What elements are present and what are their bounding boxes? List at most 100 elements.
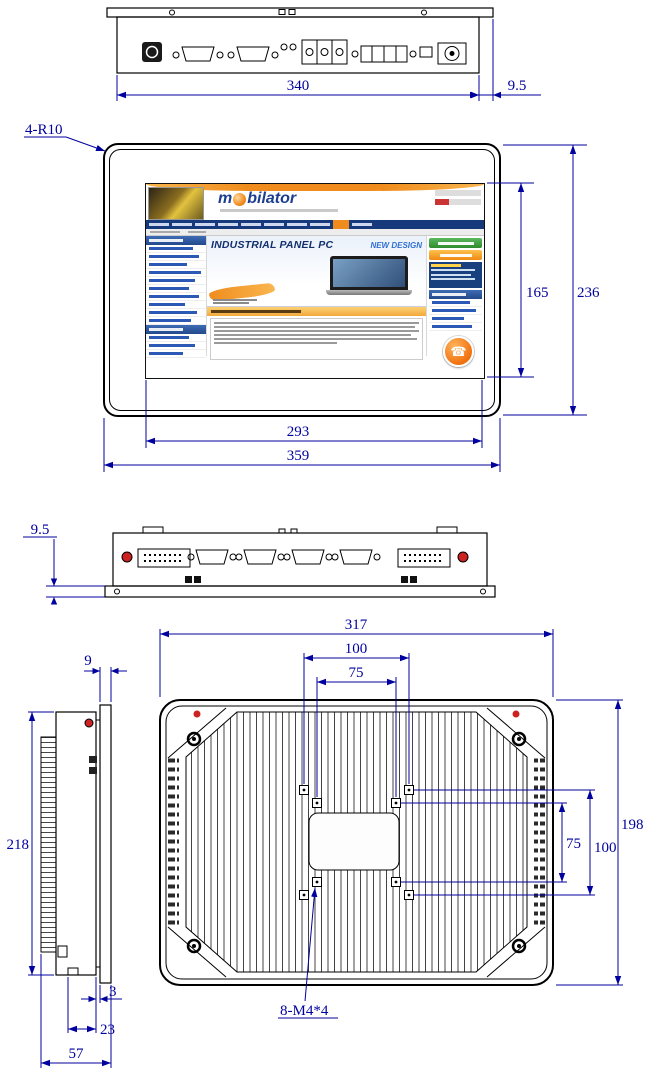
product-photo [148, 187, 204, 220]
left-side-view: 9 218 3 23 57 [7, 653, 127, 1068]
dvi-port [351, 45, 417, 63]
red-indicator [512, 710, 520, 718]
heatsink-fins-side [40, 736, 57, 953]
website-header: m bilator [146, 184, 484, 220]
usb-port [89, 756, 97, 763]
red-indicator [193, 710, 201, 718]
nav-item [172, 222, 192, 227]
dim-vesa-100-h: 100 [345, 641, 368, 657]
dim-vesa-100-v: 100 [594, 840, 617, 856]
dim-front-width: 359 [287, 448, 310, 464]
display-screenshot: m bilator [145, 183, 485, 379]
nav-item [287, 222, 307, 227]
dim-depth-total: 57 [69, 1046, 85, 1062]
top-view-flange [106, 7, 494, 18]
front-bezel-outer [103, 143, 501, 417]
dim-side-top: 9 [84, 653, 92, 669]
usb-port [185, 576, 192, 583]
sidebar-header [146, 236, 206, 245]
breadcrumb-bar [146, 229, 484, 236]
sidebar-link [146, 285, 206, 293]
green-button [429, 238, 482, 248]
sidebar-link [146, 334, 206, 342]
nav-item [149, 222, 169, 227]
bottom-side-view: 9.5 [23, 522, 496, 605]
dim-vesa-75-v: 75 [566, 836, 581, 852]
dim-top-flange: 9.5 [508, 78, 527, 94]
promo-banner: INDUSTRIAL PANEL PC NEW DESIGN [207, 236, 426, 307]
dim-mounting-holes: 8-M4*4 [280, 1003, 329, 1019]
sidebar-link [146, 245, 206, 253]
pin-header-port [397, 548, 451, 568]
red-indicator [457, 551, 469, 563]
flange-screw-hole [169, 9, 175, 16]
main-column: INDUSTRIAL PANEL PC NEW DESIGN [207, 236, 426, 360]
corner-screw [186, 731, 527, 954]
dim-corner-radius: 4-R10 [25, 122, 63, 138]
top-view-body [116, 16, 480, 74]
audio-jack [280, 43, 288, 51]
sidebar-link [429, 307, 482, 315]
contact-panel [429, 262, 482, 288]
sidebar-link [146, 293, 206, 301]
sidebar-link [146, 309, 206, 317]
breadcrumb-text [188, 231, 206, 233]
side-body [112, 532, 488, 587]
dim-side-flange: 9.5 [31, 522, 50, 538]
sidebar-link [429, 315, 482, 323]
vent-slots-left [168, 757, 179, 929]
sidebar-link [146, 350, 206, 358]
sidebar-link [146, 253, 206, 261]
promo-badge: NEW DESIGN [370, 241, 422, 250]
usb-port [89, 767, 97, 774]
promo-title: INDUSTRIAL PANEL PC [211, 239, 334, 251]
vga-port [227, 46, 279, 62]
vesa-mounting-holes [299, 785, 414, 900]
promo-caption-lines [213, 299, 257, 305]
sidebar-link [146, 317, 206, 325]
power-button-ring [145, 45, 159, 59]
sidebar-link [146, 277, 206, 285]
top-view: 340 9.5 [106, 7, 541, 101]
dim-screen-height: 165 [526, 285, 549, 301]
header-orange-arc [146, 184, 484, 191]
back-view: 317 100 75 75 100 198 8-M4*4 [159, 617, 644, 1019]
red-indicator [121, 551, 133, 563]
nav-item [310, 222, 330, 227]
front-view: 4-R10 165 236 293 359 [24, 122, 600, 472]
sidebar-link [146, 342, 206, 350]
phone-icon: ☎ [450, 343, 467, 359]
section-title-bar [207, 307, 426, 316]
side-body [55, 711, 97, 976]
vga-port [331, 549, 381, 565]
left-sidebar [146, 236, 207, 358]
nav-item [264, 222, 284, 227]
sidebar-link [429, 323, 482, 331]
side-flange [99, 704, 112, 984]
front-bezel-inner [109, 149, 495, 411]
dim-screen-width: 293 [287, 424, 310, 440]
sidebar-header [429, 290, 482, 299]
article-paragraph [210, 318, 423, 360]
nav-item [195, 222, 215, 227]
website-content: INDUSTRIAL PANEL PC NEW DESIGN [146, 236, 484, 360]
right-sidebar [426, 236, 484, 356]
laptop-image [326, 256, 412, 295]
website-navbar [146, 220, 484, 229]
logo-text-pre: m [218, 190, 233, 207]
dim-depth-lip: 3 [109, 984, 117, 1000]
orange-button [429, 250, 482, 260]
logo-tagline [220, 209, 338, 212]
vga-port [283, 549, 333, 565]
dim-back-width: 317 [345, 617, 368, 633]
pin-header-port [137, 548, 191, 568]
nav-item [241, 222, 261, 227]
dim-vesa-75-h: 75 [349, 665, 364, 681]
sidebar-link [429, 299, 482, 307]
breadcrumb-text [150, 231, 180, 233]
site-logo: m bilator [218, 191, 296, 207]
sidebar-link [146, 269, 206, 277]
vent-slots-right [534, 757, 545, 929]
